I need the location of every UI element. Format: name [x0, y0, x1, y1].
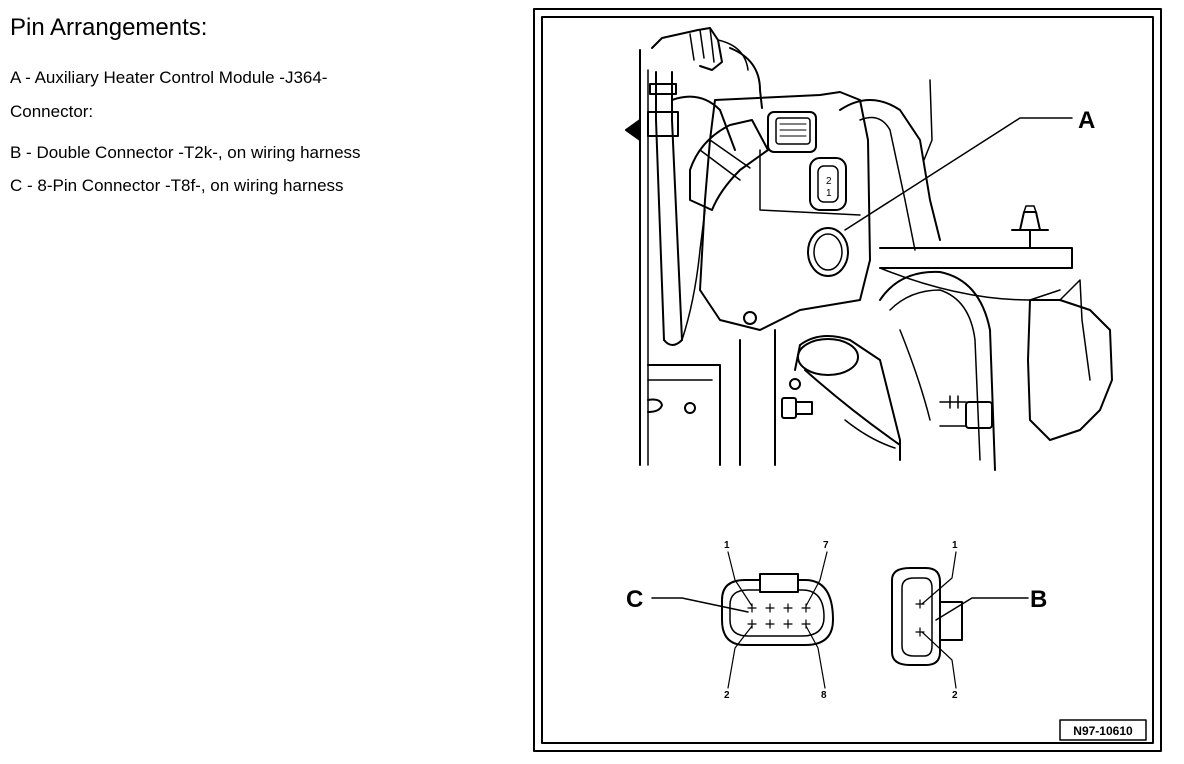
connector-b-drawing	[891, 551, 1029, 689]
callout-c-label: C	[626, 586, 643, 613]
legend-item-a: A - Auxiliary Heater Control Module -J36…	[10, 68, 328, 87]
pin-c-1-label: 1	[724, 540, 730, 551]
pin-c-8-label: 8	[821, 690, 827, 701]
callout-b-label: B	[1030, 586, 1047, 613]
figure-id-box	[1059, 719, 1147, 741]
inner-frame	[541, 16, 1154, 744]
pin-b-1-label: 1	[952, 540, 958, 551]
pin-c-2-label: 2	[724, 690, 730, 701]
callout-a-label: A	[1078, 107, 1095, 134]
pin-c-7-label: 7	[823, 540, 829, 551]
legend-item-connector: Connector:	[10, 102, 94, 121]
diagram-figure: 2 1	[533, 8, 1162, 752]
diagram-svg: 2 1	[533, 8, 1162, 752]
connector-c-drawing	[651, 551, 834, 689]
legend-item-c: C - 8-Pin Connector -T8f-, on wiring har…	[10, 176, 344, 195]
figure-id: N97-10610	[1073, 724, 1133, 738]
component-illustration: 2 1	[625, 27, 1113, 471]
pin-b-2-label: 2	[952, 690, 958, 701]
svg-text:2: 2	[826, 176, 832, 187]
legend-item-b: B - Double Connector -T2k-, on wiring ha…	[10, 143, 361, 162]
page-title: Pin Arrangements:	[10, 14, 208, 41]
svg-text:1: 1	[826, 188, 832, 199]
outer-frame	[533, 8, 1162, 752]
